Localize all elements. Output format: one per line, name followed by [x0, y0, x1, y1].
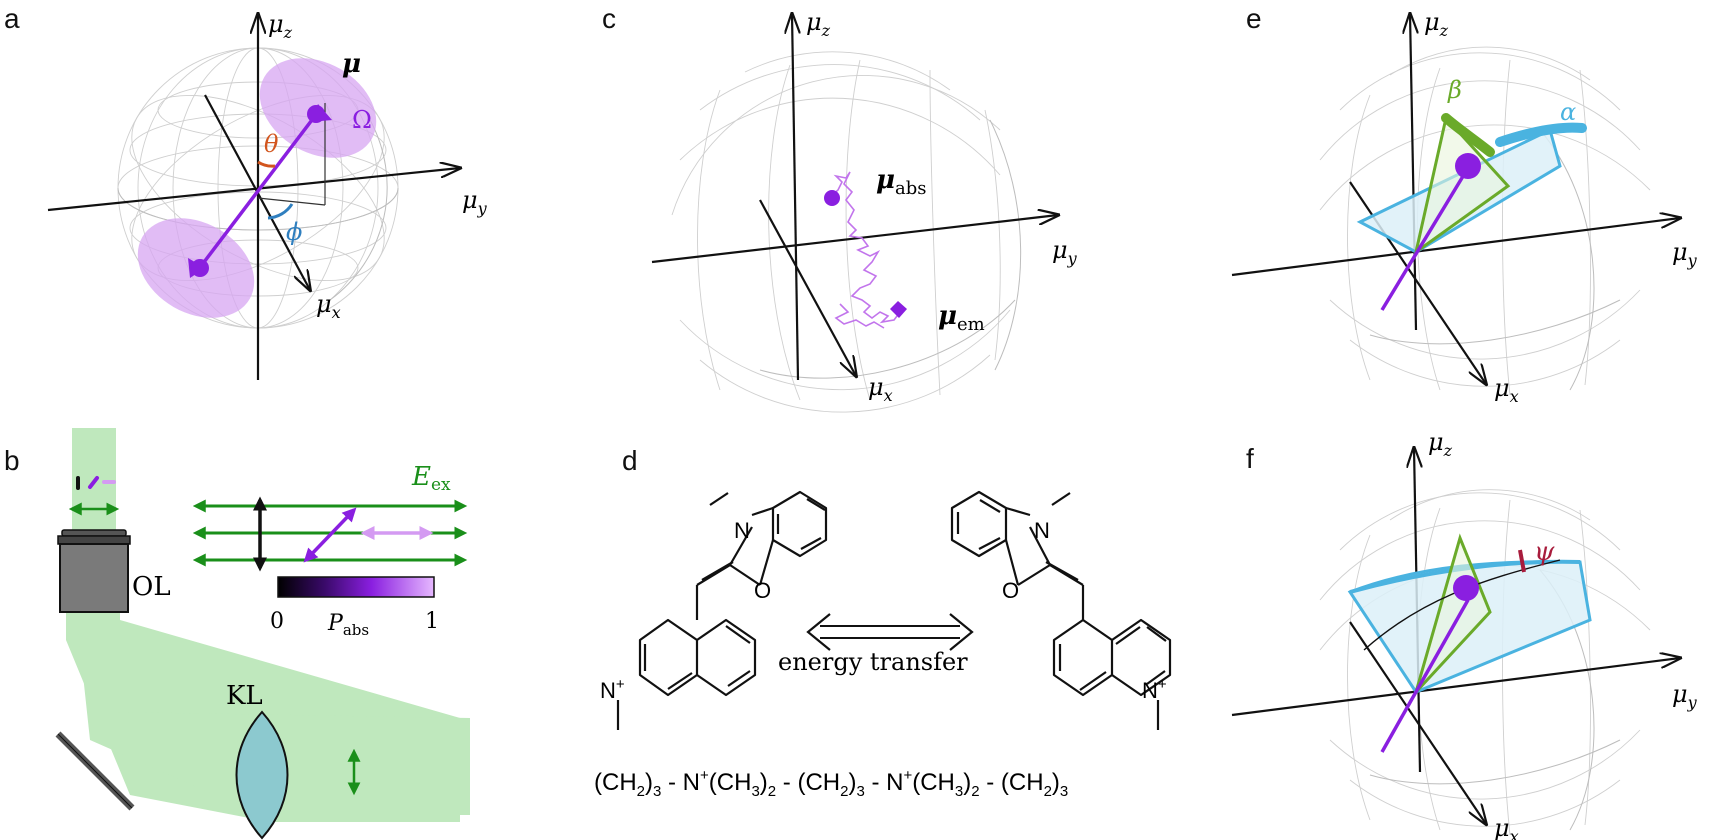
right-benzoxazole — [950, 490, 1084, 586]
label-phi: ϕ — [286, 218, 302, 246]
panel-letter-c: c — [602, 3, 616, 34]
panel-letter-a: a — [4, 3, 20, 34]
mu-em-marker — [890, 301, 907, 318]
panel-letter-b: b — [4, 445, 20, 476]
label-mu-y: μy — [462, 186, 488, 218]
label-alpha: α — [1560, 98, 1576, 126]
atom-n-right: N — [1034, 518, 1050, 543]
panel-letter-d: d — [622, 445, 638, 476]
label-mu-z-f: μz — [1428, 428, 1453, 460]
colorbar-label: Pabs — [327, 611, 369, 639]
label-mu-z-c: μz — [806, 8, 831, 40]
sphere-wireframe-e — [1319, 46, 1651, 396]
panel-a-sphere: a — [4, 3, 488, 380]
right-quinolinium — [1052, 585, 1172, 730]
panel-b-setup: b OL KL Eex — [4, 428, 470, 840]
label-e-ex: Eex — [411, 462, 451, 495]
objective-lens — [57, 529, 131, 613]
label-lens: KL — [226, 681, 263, 711]
mu-abs-marker — [824, 190, 840, 206]
polarization-inset — [192, 496, 468, 572]
label-mu-em: μem — [938, 301, 985, 335]
psi-ref-line — [1363, 559, 1561, 651]
psi-arc — [1518, 549, 1526, 573]
atom-o-left: O — [754, 578, 771, 603]
pabs-colorbar — [277, 576, 435, 598]
axis-x-f — [1349, 621, 1486, 824]
atom-nplus-right: N+ — [1142, 676, 1167, 703]
label-mu-y-c: μy — [1052, 236, 1078, 268]
panel-letter-f: f — [1246, 443, 1254, 474]
panel-letter-e: e — [1246, 3, 1262, 34]
axis-x-c — [759, 199, 856, 376]
phi-arc — [267, 203, 294, 220]
dipole-vector — [196, 110, 320, 272]
panel-e-wobble: e μz μy μx β α — [1231, 3, 1698, 406]
label-theta: θ — [264, 130, 279, 158]
panel-f-psi: f μz μy μx ψ — [1231, 428, 1698, 840]
beta-arc — [1441, 113, 1495, 157]
alpha-arc — [1495, 122, 1587, 147]
panel-c-random-walk: c μz μy μx μabs μem — [602, 3, 1078, 413]
atom-nplus-left: N+ — [600, 676, 625, 703]
label-beta: β — [1447, 76, 1462, 104]
label-objective: OL — [132, 572, 171, 602]
energy-transfer-arrow — [806, 613, 974, 651]
atom-o-right: O — [1002, 578, 1019, 603]
label-mu-x-e: μx — [1494, 374, 1519, 406]
label-mu-abs: μabs — [876, 165, 927, 199]
linker-formula: (CH2)3 - N+(CH3)2 - (CH2)3 - N+(CH3)2 - … — [594, 767, 1068, 800]
label-psi: ψ — [1534, 537, 1555, 567]
panel-d-molecule: d N O N+ ener — [594, 445, 1172, 800]
sphere-wireframe-c — [671, 51, 1022, 413]
label-mu-y-f: μy — [1672, 680, 1698, 712]
label-mu-x: μx — [316, 290, 341, 322]
label-mu-z: μz — [268, 10, 293, 42]
label-mu-y-e: μy — [1672, 238, 1698, 270]
axis-y-c — [651, 215, 1058, 264]
atom-n-left: N — [734, 518, 750, 543]
label-omega: Ω — [352, 106, 372, 134]
axis-y-f — [1231, 658, 1680, 717]
label-mu-x-c: μx — [868, 373, 893, 405]
colorbar-max: 1 — [425, 609, 439, 634]
left-quinolinium — [616, 585, 757, 730]
left-benzoxazole — [696, 490, 828, 586]
label-energy-transfer: energy transfer — [778, 648, 968, 676]
theta-arc — [257, 160, 276, 168]
colorbar-min: 0 — [270, 609, 284, 634]
axis-y — [47, 168, 460, 212]
label-mu-dipole: μ — [342, 49, 361, 79]
axis-y-e — [1231, 218, 1680, 277]
label-mu-z-e: μz — [1424, 8, 1449, 40]
dipole-e — [1380, 167, 1470, 311]
random-walk-path — [829, 171, 901, 324]
axis-z-c — [792, 14, 798, 381]
dipole-f — [1380, 599, 1470, 753]
lens-kl — [235, 710, 289, 840]
label-mu-x-f: μx — [1494, 814, 1519, 840]
